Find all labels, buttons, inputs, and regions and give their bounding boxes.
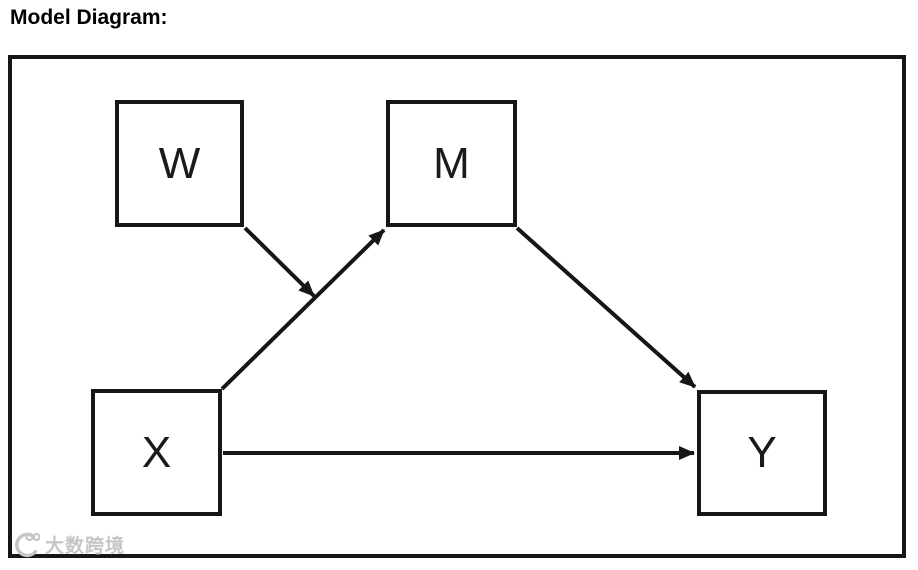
node-W-label: W <box>158 138 201 188</box>
node-X: X <box>91 389 222 516</box>
node-M: M <box>386 100 517 227</box>
node-W: W <box>115 100 244 227</box>
node-Y-label: Y <box>747 428 777 477</box>
watermark-logo-icon <box>15 532 40 557</box>
watermark: 大数跨境 <box>14 531 125 558</box>
node-Y: Y <box>697 390 827 516</box>
watermark-text: 大数跨境 <box>45 536 126 557</box>
node-M-label: M <box>433 138 470 188</box>
page-title: Model Diagram: <box>10 6 168 29</box>
node-X-label: X <box>141 427 172 477</box>
